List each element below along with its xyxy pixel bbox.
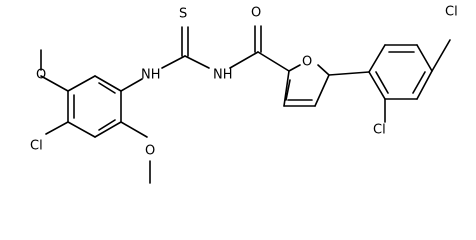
atom-label-o-furan: O xyxy=(302,55,312,70)
atom-label-o-methoxy-top: O xyxy=(36,68,46,83)
bond-ring-left xyxy=(94,75,122,92)
bond-ring-left xyxy=(94,121,122,138)
bond-furan xyxy=(317,64,330,76)
bond-ring-right-double xyxy=(375,71,389,94)
bond-nh-carbonyl xyxy=(229,51,259,69)
bond-ring-right xyxy=(416,44,433,72)
bond-methoxy-bottom xyxy=(120,121,148,138)
bond-furan xyxy=(314,74,330,107)
bond-furan-phenyl xyxy=(328,71,370,76)
atom-label-cl-lower-right: Cl xyxy=(373,123,386,138)
atom-labels: S O O NH NH Cl Cl Cl O O xyxy=(30,5,458,159)
bond-methoxy-top xyxy=(40,75,69,92)
bond-ring-right xyxy=(416,70,433,100)
bond-ring-right xyxy=(368,71,386,100)
bonds xyxy=(40,25,451,184)
atom-label-cl-top-right: Cl xyxy=(445,5,458,20)
atom-label-o-methoxy-bottom: O xyxy=(145,144,155,159)
bond-furan-double xyxy=(285,79,291,101)
bond-ring-left xyxy=(67,75,96,92)
atom-label-s: S xyxy=(179,7,187,22)
bond-c-nh xyxy=(184,55,210,69)
bond-chloro-left xyxy=(45,121,69,135)
atom-label-o-carbonyl: O xyxy=(251,6,261,21)
atom-label-nh-left: NH xyxy=(141,68,161,83)
bond-chloro-top-right xyxy=(431,39,451,72)
bond-nh-c xyxy=(161,55,186,69)
bond-carbonyl-furan xyxy=(257,51,290,72)
bond-ring-left-double xyxy=(98,119,116,131)
bond-ring-right-double xyxy=(412,71,426,94)
bond-furan xyxy=(288,64,301,72)
bond-ring-left-double xyxy=(98,82,116,94)
atom-label-cl-left: Cl xyxy=(30,139,43,154)
bond-ring-left xyxy=(67,121,96,138)
bond-ring-nh xyxy=(120,78,143,92)
bond-ring-right xyxy=(368,44,386,73)
atom-label-nh-right: NH xyxy=(213,68,233,83)
structure-drawing: S O O NH NH Cl Cl Cl O O xyxy=(30,5,458,184)
molecule-diagram: S O O NH NH Cl Cl Cl O O xyxy=(30,5,458,184)
bond-furan xyxy=(283,70,290,107)
